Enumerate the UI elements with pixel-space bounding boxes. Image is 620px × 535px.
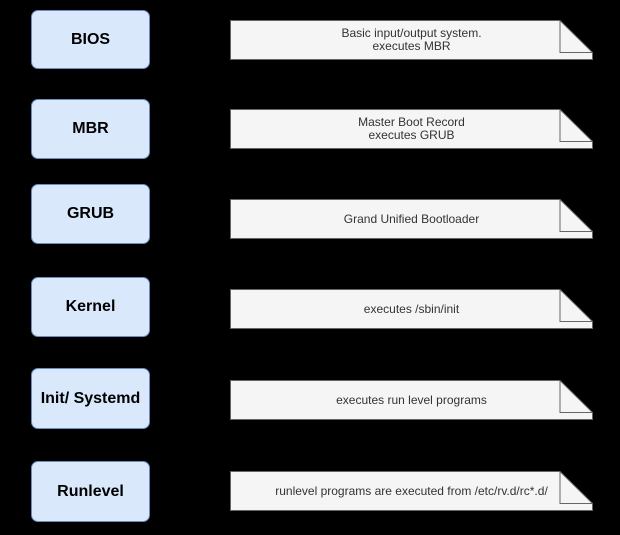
stage-label: Init/ Systemd <box>40 389 141 407</box>
note-line: executes GRUB <box>368 128 455 142</box>
note-shape <box>230 199 593 239</box>
note-line: Basic input/output system. <box>341 26 482 40</box>
note-runlevel: runlevel programs are executed from /etc… <box>230 471 593 511</box>
stage-init-systemd: Init/ Systemd <box>31 368 150 429</box>
note-shape <box>230 109 593 149</box>
note-text: Master Boot Record executes GRUB <box>230 109 593 149</box>
note-init-systemd: executes run level programs <box>230 380 593 420</box>
note-grub: Grand Unified Bootloader <box>230 199 593 239</box>
stage-label: Kernel <box>65 298 116 316</box>
stage-label: MBR <box>72 120 109 138</box>
stage-kernel: Kernel <box>31 277 150 337</box>
note-line: executes MBR <box>372 39 451 53</box>
note-line: Master Boot Record <box>358 115 465 129</box>
stage-label: Runlevel <box>57 482 124 500</box>
note-text: executes run level programs <box>230 380 593 420</box>
note-shape <box>230 471 593 511</box>
note-text: runlevel programs are executed from /etc… <box>230 471 593 511</box>
note-shape <box>230 380 593 420</box>
note-shape <box>230 20 593 60</box>
stage-label: GRUB <box>66 205 115 223</box>
note-line: executes run level programs <box>336 392 487 407</box>
stage-runlevel: Runlevel <box>31 461 150 522</box>
stage-label: BIOS <box>70 30 111 48</box>
note-bios: Basic input/output system. executes MBR <box>230 20 593 60</box>
note-text: executes /sbin/init <box>230 289 593 329</box>
note-kernel: executes /sbin/init <box>230 289 593 329</box>
stage-bios: BIOS <box>31 10 150 69</box>
note-shape <box>230 289 593 329</box>
stage-mbr: MBR <box>31 99 150 159</box>
note-line: runlevel programs are executed from /etc… <box>275 483 548 498</box>
note-mbr: Master Boot Record executes GRUB <box>230 109 593 149</box>
note-text: Grand Unified Bootloader <box>230 199 593 239</box>
note-line: executes /sbin/init <box>363 301 460 316</box>
note-text: Basic input/output system. executes MBR <box>230 20 593 60</box>
stage-grub: GRUB <box>31 184 150 244</box>
note-line: Grand Unified Bootloader <box>343 211 480 226</box>
